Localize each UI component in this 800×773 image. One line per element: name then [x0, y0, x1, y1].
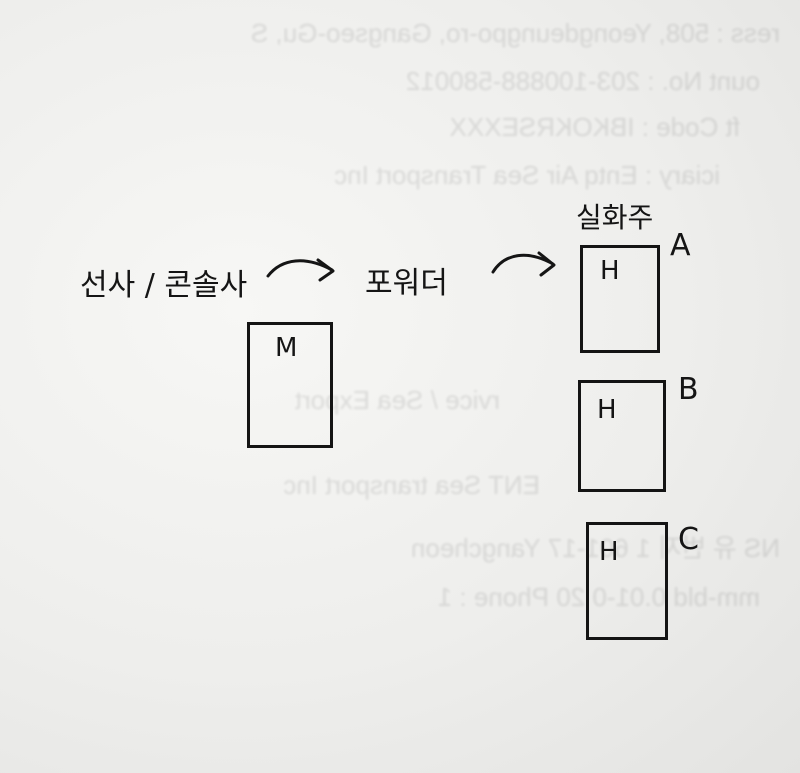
shipper-label: 선사 / 콘솔사 [80, 268, 248, 303]
house-box-letter: H [600, 256, 620, 286]
house-document-box-c: H [586, 522, 668, 640]
consignee-tag-a: A [670, 228, 691, 263]
house-document-box-b: H [578, 380, 666, 492]
arrowhead-shipper-to-forwarder [316, 258, 335, 282]
consignee-label: 실화주 [576, 201, 654, 234]
consignee-tag-c: C [678, 522, 699, 557]
master-box-letter: M [275, 333, 298, 363]
master-document-box: M [247, 322, 333, 448]
arrowhead-forwarder-to-consignee [537, 251, 556, 277]
house-document-box-a: H [580, 245, 660, 353]
consignee-tag-b: B [678, 372, 699, 407]
arrow-forwarder-to-consignee [491, 253, 555, 274]
house-box-letter: H [597, 395, 617, 425]
forwarder-label: 포워더 [365, 266, 448, 301]
house-box-letter: H [599, 537, 619, 567]
